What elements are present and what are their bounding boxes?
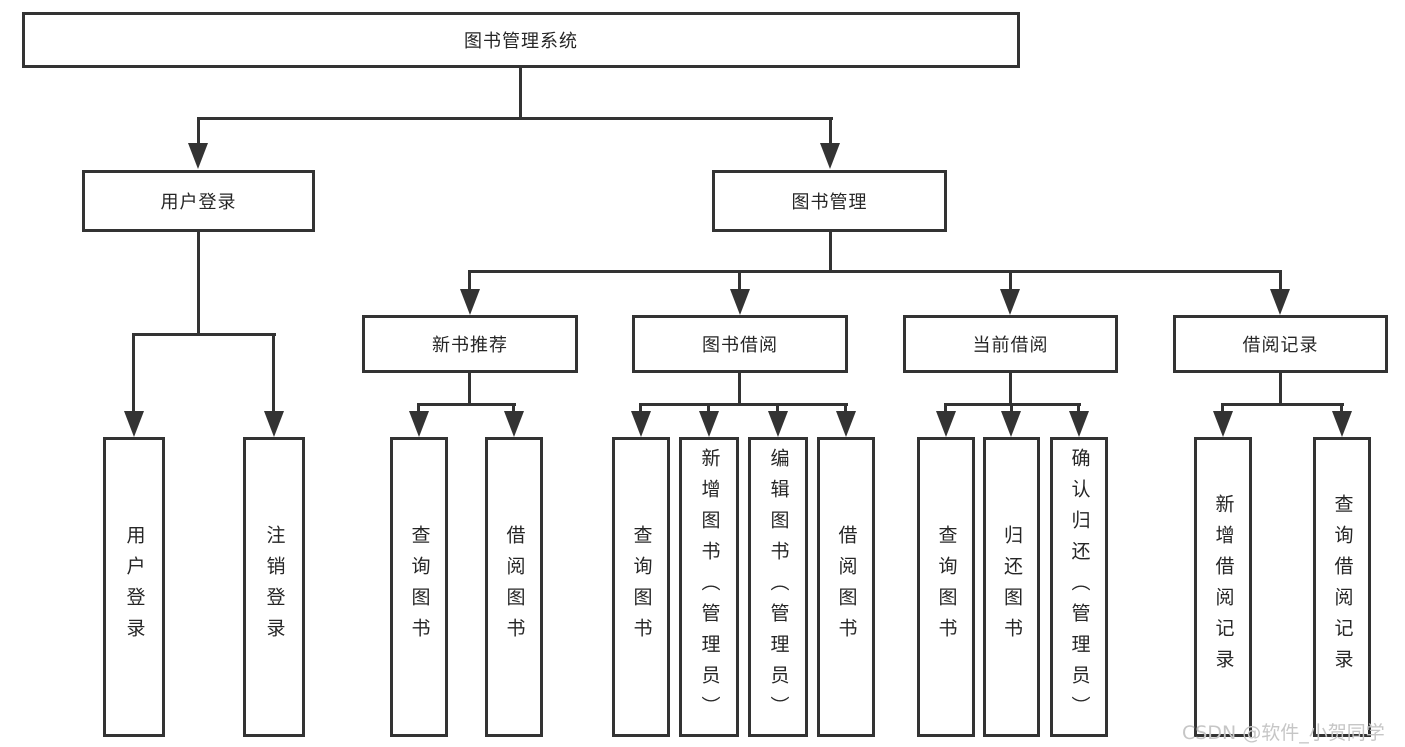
leaf-query-books-current: 查询图书 [917, 437, 975, 737]
csdn-watermark: CSDN @软件_小贺同学 [1182, 722, 1385, 744]
connector-line [829, 232, 832, 273]
arrow-down-icon [504, 411, 524, 437]
connector-line [1279, 373, 1282, 406]
node-label: 借阅记录 [1242, 335, 1319, 356]
leaf-query-books-recommend: 查询图书 [390, 437, 448, 737]
leaf-user-login: 用户登录 [103, 437, 165, 737]
node-borrowing-records: 借阅记录 [1173, 315, 1388, 373]
leaf-query-borrow-record: 查询借阅记录 [1313, 437, 1371, 737]
node-label: 图书管理系统 [464, 31, 578, 52]
connector-line [944, 403, 947, 415]
node-library-management-system: 图书管理系统 [22, 12, 1020, 68]
connector-line [1010, 403, 1013, 415]
node-book-borrowing: 图书借阅 [632, 315, 848, 373]
connector-line [707, 403, 710, 415]
node-label: 查询借阅记录 [1331, 494, 1354, 680]
connector-line [829, 117, 832, 147]
connector-line [197, 117, 833, 120]
connector-line [1221, 403, 1224, 415]
arrow-down-icon [1001, 411, 1021, 437]
connector-line [844, 403, 847, 415]
connector-line [1009, 270, 1012, 292]
connector-line [639, 403, 848, 406]
arrow-down-icon [730, 289, 750, 315]
connector-line [417, 403, 516, 406]
arrow-down-icon [820, 143, 840, 169]
leaf-query-books-borrowing: 查询图书 [612, 437, 670, 737]
connector-line [512, 403, 515, 415]
arrow-down-icon [836, 411, 856, 437]
leaf-edit-books-admin: 编辑图书（管理员） [748, 437, 808, 737]
connector-line [197, 232, 200, 336]
arrow-down-icon [264, 411, 284, 437]
node-label: 注销登录 [263, 525, 286, 649]
connector-line [738, 373, 741, 406]
arrow-down-icon [409, 411, 429, 437]
node-book-management: 图书管理 [712, 170, 947, 232]
leaf-add-books-admin: 新增图书（管理员） [679, 437, 739, 737]
node-label: 新增图书（管理员） [698, 447, 721, 727]
node-label: 归还图书 [1001, 525, 1023, 649]
leaf-confirm-return-admin: 确认归还（管理员） [1050, 437, 1108, 737]
connector-line [1221, 403, 1344, 406]
arrow-down-icon [1000, 289, 1020, 315]
node-current-borrowing: 当前借阅 [903, 315, 1118, 373]
leaf-add-borrow-record: 新增借阅记录 [1194, 437, 1252, 737]
leaf-borrow-books: 借阅图书 [817, 437, 875, 737]
arrow-down-icon [1332, 411, 1352, 437]
arrow-down-icon [1069, 411, 1089, 437]
node-label: 查询图书 [630, 525, 653, 649]
arrow-down-icon [631, 411, 651, 437]
connector-line [197, 117, 200, 147]
node-new-book-recommendation: 新书推荐 [362, 315, 578, 373]
arrow-down-icon [1213, 411, 1233, 437]
connector-line [417, 403, 420, 415]
node-label: 当前借阅 [972, 335, 1049, 356]
connector-line [132, 333, 276, 336]
arrow-down-icon [124, 411, 144, 437]
node-label: 查询图书 [935, 525, 958, 649]
connector-line [272, 333, 275, 413]
connector-line [1009, 373, 1012, 406]
node-label: 用户登录 [160, 192, 237, 213]
connector-line [519, 68, 522, 120]
node-label: 新增借阅记录 [1212, 494, 1235, 680]
arrow-down-icon [460, 289, 480, 315]
connector-line [1077, 403, 1080, 415]
node-label: 编辑图书（管理员） [767, 447, 790, 727]
connector-line [738, 270, 741, 292]
arrow-down-icon [699, 411, 719, 437]
connector-line [1340, 403, 1343, 415]
connector-line [468, 373, 471, 406]
connector-line [468, 270, 1282, 273]
connector-line [776, 403, 779, 415]
connector-line [468, 270, 471, 292]
arrow-down-icon [188, 143, 208, 169]
node-label: 借阅图书 [835, 525, 858, 649]
node-label: 查询图书 [408, 525, 431, 649]
connector-line [639, 403, 642, 415]
arrow-down-icon [936, 411, 956, 437]
arrow-down-icon [1270, 289, 1290, 315]
node-label: 图书管理 [791, 192, 868, 213]
leaf-logout: 注销登录 [243, 437, 305, 737]
leaf-return-books: 归还图书 [983, 437, 1040, 737]
connector-line [132, 333, 135, 413]
node-label: 用户登录 [123, 525, 146, 649]
arrow-down-icon [768, 411, 788, 437]
node-user-login: 用户登录 [82, 170, 315, 232]
connector-line [1279, 270, 1282, 292]
node-label: 图书借阅 [702, 335, 778, 356]
leaf-borrow-books-recommend: 借阅图书 [485, 437, 543, 737]
node-label: 新书推荐 [432, 335, 508, 356]
node-label: 确认归还（管理员） [1068, 447, 1091, 727]
node-label: 借阅图书 [503, 525, 526, 649]
